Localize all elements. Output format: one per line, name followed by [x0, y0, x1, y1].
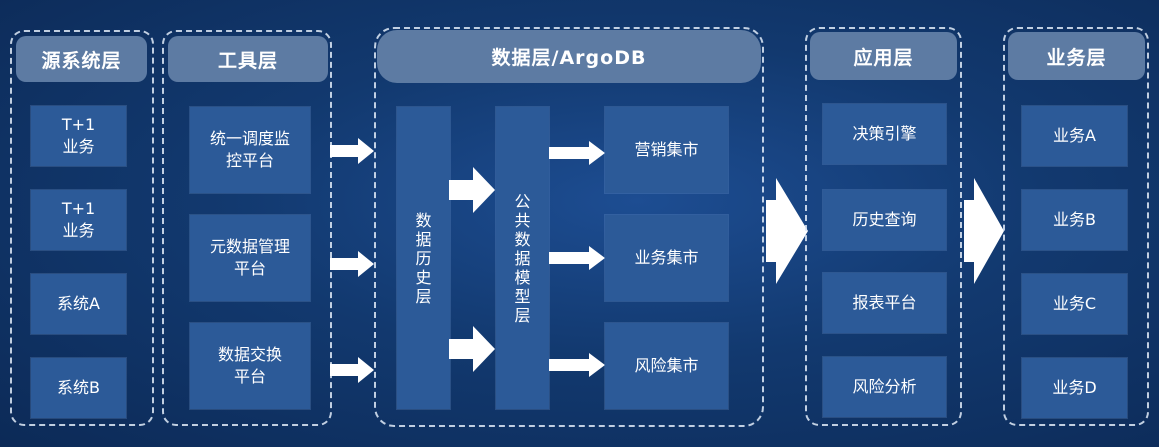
tool-item-data-exchange-platform: 数据交换 平台: [190, 323, 310, 409]
business-layer-title: 业务层: [1008, 32, 1145, 80]
business-item-c: 业务C: [1022, 274, 1127, 334]
common-data-model-layer-label: 公共数据模型层: [514, 191, 531, 325]
source-layer-panel: [10, 30, 154, 426]
mart-business: 业务集市: [605, 215, 728, 301]
tool-item-scheduling-monitoring-platform: 统一调度监 控平台: [190, 107, 310, 193]
business-layer-panel: [1003, 27, 1149, 426]
data-history-layer: 数据历史层: [397, 107, 450, 409]
business-item-d: 业务D: [1022, 358, 1127, 418]
source-layer-title: 源系统层: [16, 36, 147, 82]
arrow-right-icon: [964, 178, 1004, 284]
tools-layer-title: 工具层: [168, 36, 328, 82]
data-layer-panel: [374, 27, 764, 427]
source-item-system-a: 系统A: [31, 274, 126, 334]
tools-layer-panel: [162, 30, 332, 426]
app-item-report-platform: 报表平台: [823, 273, 946, 333]
arrow-right-icon: [330, 251, 374, 277]
arrow-right-icon: [449, 326, 495, 372]
arrow-right-icon: [549, 353, 605, 377]
common-data-model-layer: 公共数据模型层: [496, 107, 549, 409]
app-item-risk-analysis: 风险分析: [823, 357, 946, 417]
source-item-t1-business-1: T+1 业务: [31, 106, 126, 166]
mart-risk: 风险集市: [605, 323, 728, 409]
arrow-right-icon: [449, 167, 495, 213]
data-layer-title: 数据层/ArgoDB: [377, 30, 761, 83]
data-history-layer-label: 数据历史层: [415, 210, 432, 306]
business-item-a: 业务A: [1022, 106, 1127, 166]
source-item-t1-business-2: T+1 业务: [31, 190, 126, 250]
arrow-right-icon: [549, 141, 605, 165]
app-item-decision-engine: 决策引擎: [823, 104, 946, 164]
application-layer-title: 应用层: [810, 32, 957, 80]
business-item-b: 业务B: [1022, 190, 1127, 250]
source-item-system-b: 系统B: [31, 358, 126, 418]
arrow-right-icon: [549, 246, 605, 270]
arrow-right-icon: [330, 138, 374, 164]
app-item-history-query: 历史查询: [823, 190, 946, 250]
tool-item-metadata-management-platform: 元数据管理 平台: [190, 215, 310, 301]
arrow-right-icon: [766, 178, 808, 284]
application-layer-panel: [805, 27, 962, 426]
arrow-right-icon: [330, 357, 374, 383]
mart-marketing: 营销集市: [605, 107, 728, 193]
